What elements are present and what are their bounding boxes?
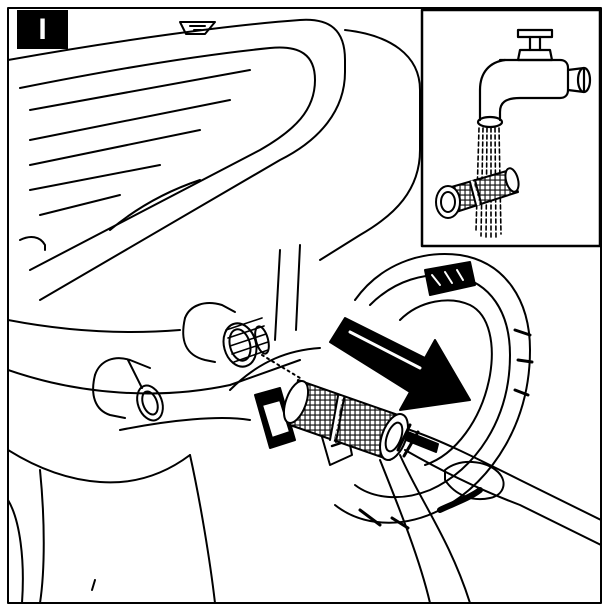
hose-reel-icon — [254, 253, 534, 530]
water-inlet-port-icon — [92, 357, 164, 422]
water-tap-icon — [476, 28, 592, 129]
filter-insert-icon — [282, 379, 409, 461]
pressure-washer-housing-icon — [8, 18, 421, 603]
filter-cartridge-icon — [435, 167, 520, 219]
hose-connector-icon — [182, 302, 270, 368]
insertion-path-line — [261, 354, 301, 379]
cleaning-inset-panel — [420, 8, 602, 248]
outer-frame — [7, 7, 602, 604]
step-label: I — [17, 10, 68, 49]
pliers-icon — [379, 423, 601, 603]
pull-direction-arrow-icon — [329, 317, 471, 411]
